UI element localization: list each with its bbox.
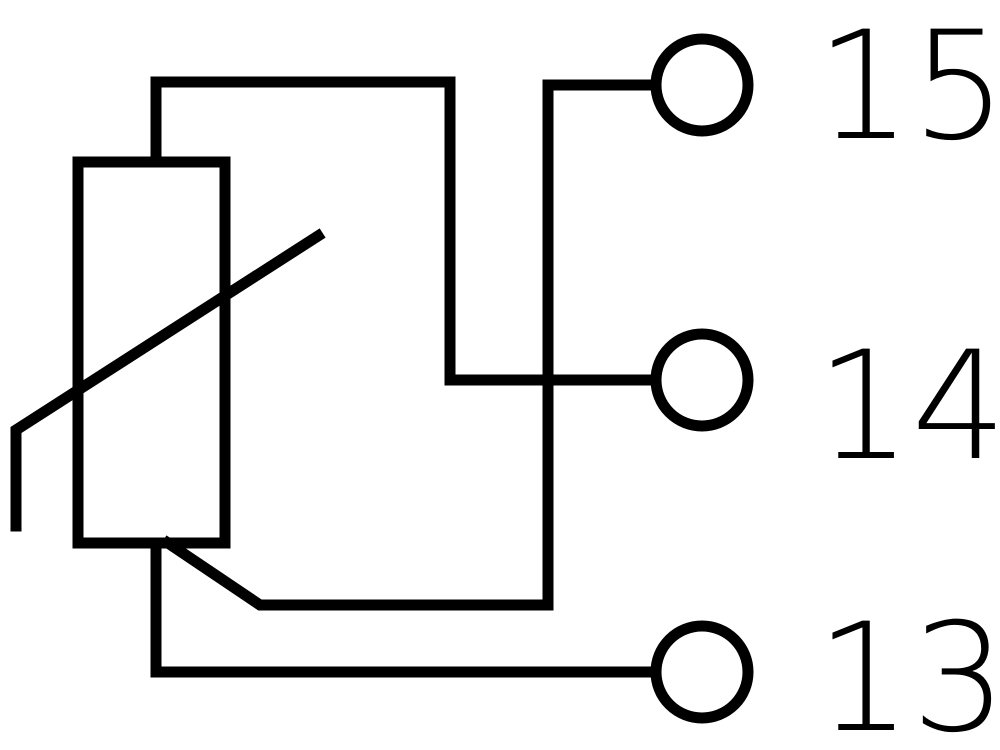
terminal-13-ring[interactable] — [650, 620, 754, 724]
terminal-15-label: 15 — [816, 0, 1000, 174]
terminal-13-label: 13 — [816, 592, 1000, 750]
wire-resistor-bottom-to-13 — [150, 537, 658, 678]
wire-wiper-to-15 — [160, 79, 658, 611]
wire-resistor-top-to-14 — [150, 76, 658, 386]
terminal-14-ring[interactable] — [650, 328, 754, 432]
terminal-14-label: 14 — [816, 320, 1000, 494]
variable-arrow-icon — [10, 228, 326, 532]
resistor-icon — [72, 156, 231, 549]
terminal-15-ring[interactable] — [650, 33, 754, 137]
